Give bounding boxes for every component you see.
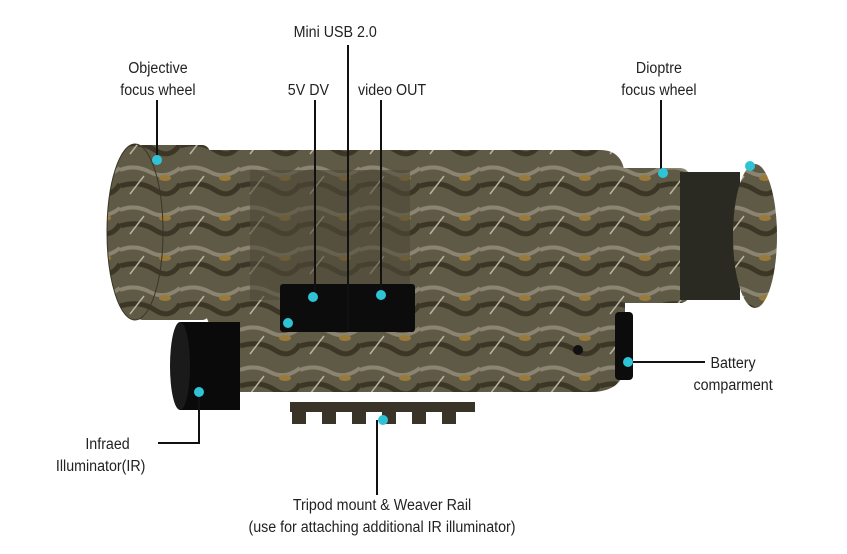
label-line: Infraed — [85, 436, 130, 453]
label-tripod-mount: Tripod mount & Weaver Rail (use for atta… — [198, 495, 566, 539]
monocular-body — [200, 150, 625, 392]
callout-markers — [152, 155, 755, 425]
label-line: focus wheel — [621, 82, 697, 99]
label-video-out: video OUT — [357, 82, 427, 99]
label-line: Illuminator(IR) — [55, 458, 146, 475]
label-line: Tripod mount & Weaver Rail — [292, 497, 472, 514]
label-infrared-illuminator: Infraed Illuminator(IR) — [56, 434, 146, 478]
leader-lines — [156, 45, 705, 495]
battery-cap — [615, 312, 633, 380]
eyepiece — [610, 164, 777, 308]
label-objective-focus-wheel: Objective focus wheel — [120, 58, 195, 102]
label-line: comparment — [693, 377, 773, 394]
label-mini-usb: Mini USB 2.0 — [293, 24, 377, 41]
label-5v-dv: 5V DV — [287, 82, 330, 99]
label-line: (use for attaching additional IR illumin… — [248, 519, 516, 536]
ir-illuminator — [170, 322, 240, 410]
objective-barrel — [106, 143, 210, 321]
label-dioptre-focus-wheel: Dioptre focus wheel — [621, 58, 696, 102]
label-line: Battery — [710, 355, 756, 372]
label-line: Dioptre — [635, 60, 682, 77]
label-battery-compartment: Battery comparment — [693, 353, 772, 397]
label-line: Objective — [128, 60, 188, 77]
label-line: focus wheel — [120, 82, 196, 99]
